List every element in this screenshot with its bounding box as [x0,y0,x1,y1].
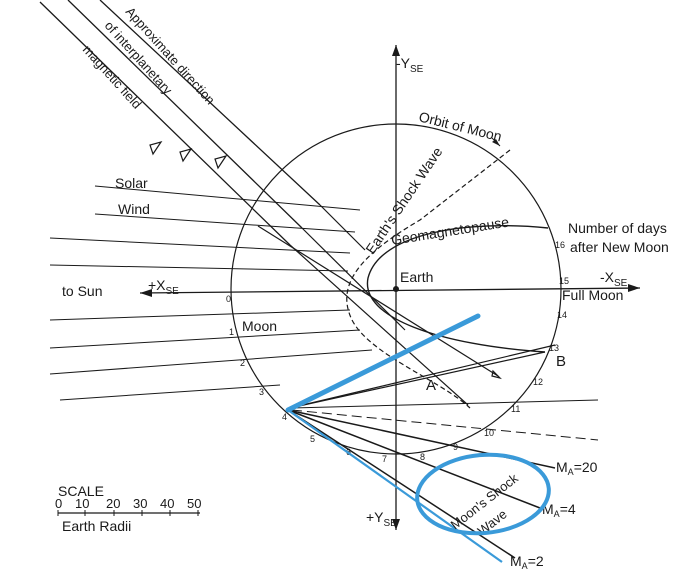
point-a-label: A [426,377,436,394]
scale-title: SCALE [58,483,104,499]
day-0: 0 [226,294,231,304]
orbit-label: Orbit of Moon [417,108,503,144]
days-label-line2: after New Moon [570,239,669,255]
day-2: 2 [240,358,245,368]
axis-minus-y-label: -YSE [396,55,424,75]
geomagnetopause-curve [366,225,549,353]
scale-tick-10: 10 [75,496,89,511]
ma20-label: MA=20 [556,459,598,477]
earth-label: Earth [400,269,433,285]
point-b-label: B [556,353,566,370]
day-7: 7 [382,454,387,464]
day-12: 12 [533,377,543,387]
day-1: 1 [229,327,234,337]
geomagnetopause-label: Geomagnetopause [390,213,510,247]
day-15: 15 [559,276,569,286]
scale-tick-40: 40 [160,496,174,511]
day-markers: 0 1 2 3 4 5 6 7 8 9 10 11 12 13 14 15 16 [226,240,569,464]
day-5: 5 [310,434,315,444]
full-moon-label: Full Moon [562,287,623,303]
day-4: 4 [282,412,287,422]
solar-label: Solar [115,175,148,191]
earth-dot [393,286,399,292]
moon-label: Moon [242,318,277,334]
scale-tick-50: 50 [187,496,201,511]
highlight-ellipse [415,452,551,536]
scale-tick-0: 0 [55,496,62,511]
axis-minus-x-label: -XSE [600,269,628,289]
day-14: 14 [557,310,567,320]
ma2-label: MA=2 [510,553,544,571]
axis-plus-y-label: +YSE [366,509,397,529]
solar-wind-lines [49,185,373,401]
scale-tick-30: 30 [133,496,147,511]
day-3: 3 [259,387,264,397]
day-16: 16 [555,240,565,250]
wind-label: Wind [118,201,150,217]
imf-direction-lines [39,0,502,406]
day-8: 8 [420,452,425,462]
axis-plus-x-label: +XSE [148,277,179,297]
highlight-line [285,313,481,413]
day-11: 11 [511,404,520,414]
ma4-label: MA=4 [542,501,576,519]
day-10: 10 [484,428,494,438]
scale-unit: Earth Radii [62,518,131,534]
scale-tick-20: 20 [106,496,120,511]
scale-bar: SCALE 0 10 20 30 40 50 Earth Radii [55,483,201,534]
day-13: 13 [549,343,559,353]
days-label-line1: Number of days [568,220,667,236]
to-sun-label: to Sun [62,283,102,299]
